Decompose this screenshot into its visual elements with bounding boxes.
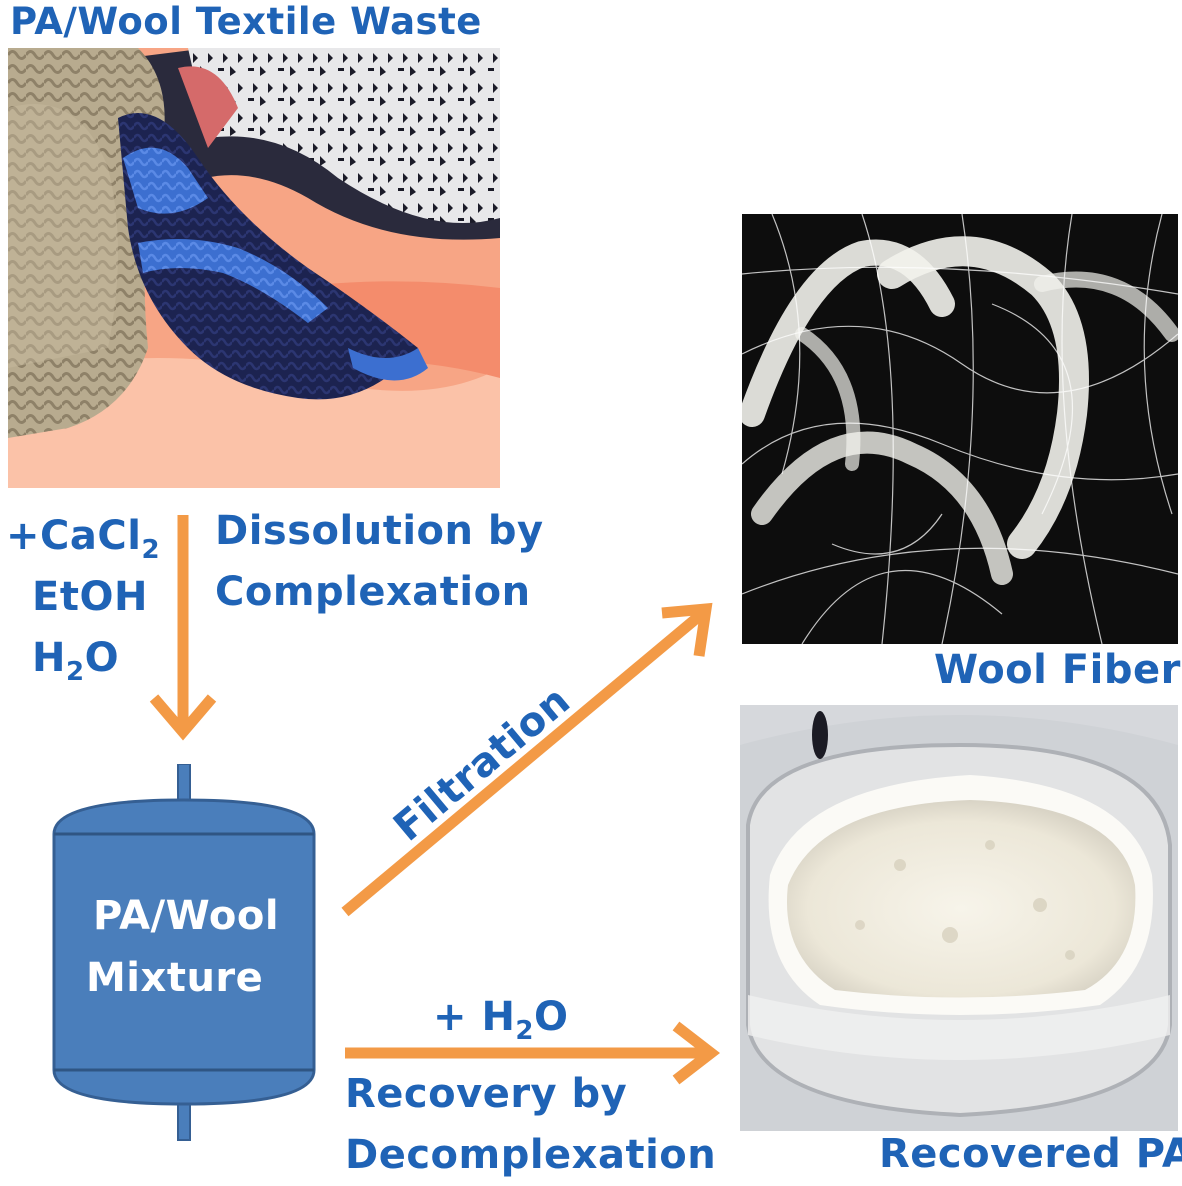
vessel-label-line1: PA/Wool [92, 893, 280, 939]
wool-fiber-label: Wool Fiber [934, 647, 1181, 693]
vessel-tank [52, 764, 316, 1141]
recovery-arrow-head [672, 1021, 721, 1085]
water-h-text: + H [433, 994, 516, 1040]
vessel-label-line2: Mixture [86, 955, 264, 1001]
dissolution-label-line1: Dissolution by [215, 508, 544, 554]
reagent-etoh: EtOH [32, 574, 148, 620]
water-addition-label: + H2O [433, 993, 569, 1047]
reagent-h-subscript: 2 [65, 657, 85, 687]
recovered-pa-photo [740, 705, 1178, 1131]
textile-waste-photo [8, 48, 500, 488]
reagent-cacl-subscript: 2 [141, 535, 161, 565]
reagent-water: H2O [32, 634, 119, 688]
filtration-arrow-shaft [341, 607, 708, 917]
dissolution-arrow-head [149, 694, 217, 741]
water-subscript: 2 [515, 1016, 535, 1046]
reagent-cacl2: +CaCl2 [6, 512, 160, 566]
wool-fiber-photo [742, 214, 1178, 644]
water-o-text: O [534, 994, 569, 1040]
reagent-h-text: H [32, 635, 66, 681]
recovery-label-line1: Recovery by [345, 1071, 628, 1117]
recovered-pa-label: Recovered PA [879, 1131, 1182, 1177]
recovery-label-line2: Decomplexation [345, 1132, 717, 1178]
dissolution-label-line2: Complexation [215, 569, 531, 615]
reagent-cacl-text: +CaCl [6, 513, 142, 559]
filtration-arrow-head [661, 602, 713, 657]
textile-waste-title: PA/Wool Textile Waste [10, 0, 482, 43]
reagent-o-text: O [84, 635, 120, 681]
